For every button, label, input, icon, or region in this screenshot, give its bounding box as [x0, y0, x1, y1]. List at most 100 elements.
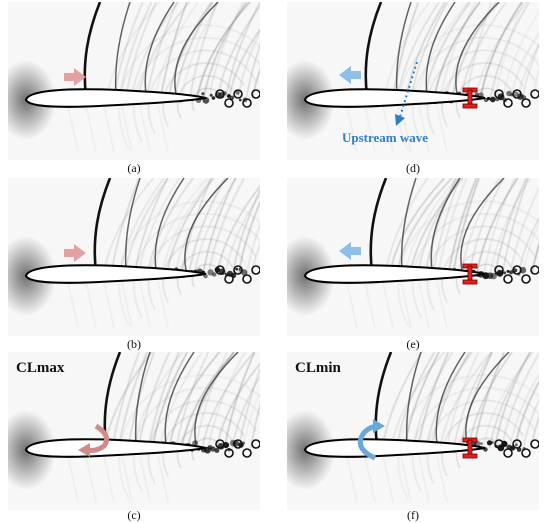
pressure-wave — [440, 2, 477, 99]
wake-eddy — [515, 443, 518, 447]
pressure-wave — [216, 185, 260, 275]
lower-wave — [121, 455, 133, 503]
shed-vortex — [530, 89, 539, 99]
pressure-wave — [138, 352, 170, 449]
shed-vortex — [233, 439, 243, 449]
panel-c: CLmax — [8, 352, 260, 510]
lower-wave — [103, 455, 115, 503]
pressure-wave — [103, 178, 154, 275]
shock-wave-field — [67, 2, 260, 153]
lower-wave — [400, 455, 412, 503]
pressure-wave — [125, 2, 157, 99]
actuator-icon — [462, 87, 478, 109]
pressure-wave — [250, 404, 260, 449]
pressure-wave — [381, 352, 423, 449]
shed-vortex — [521, 274, 531, 284]
shed-vortex — [251, 265, 260, 275]
acoustic-wave — [118, 374, 260, 500]
pressure-wave — [447, 178, 478, 275]
rotate-ccw-icon — [85, 423, 110, 453]
pressure-wave — [530, 416, 539, 449]
pressure-wave — [133, 178, 168, 275]
shed-vortex — [494, 265, 504, 275]
wake-eddy — [238, 98, 242, 102]
wake-eddy — [503, 271, 507, 275]
pressure-wave — [396, 178, 453, 275]
strong-wave — [194, 352, 239, 445]
pressure-wave — [166, 178, 214, 275]
strong-wave — [124, 178, 141, 271]
pressure-wave — [446, 352, 480, 449]
shed-vortex — [503, 98, 513, 108]
pressure-wave — [531, 242, 539, 275]
acoustic-wave — [427, 400, 536, 484]
wake-eddy — [479, 442, 483, 446]
strong-wave — [114, 2, 131, 95]
pressure-wave — [433, 2, 481, 99]
strong-wave — [430, 178, 461, 271]
wake-eddy — [211, 96, 216, 100]
acoustic-wave — [397, 24, 539, 150]
pressure-wave — [494, 178, 528, 275]
pressure-wave — [417, 352, 450, 449]
pressure-wave — [522, 44, 539, 99]
pressure-wave — [168, 352, 220, 449]
acoustic-wave — [177, 75, 233, 119]
acoustic-wave — [397, 374, 539, 500]
pressure-wave — [232, 189, 260, 275]
pressure-wave — [432, 178, 461, 275]
strong-wave — [405, 352, 422, 445]
rotate-cw-icon — [357, 423, 378, 461]
lower-wave — [418, 455, 430, 503]
pressure-wave — [502, 11, 539, 99]
strong-wave — [455, 2, 500, 95]
lower-wave — [364, 281, 376, 329]
pressure-wave — [160, 2, 188, 99]
pressure-wave — [224, 193, 260, 275]
pressure-wave — [118, 352, 148, 449]
caption-a: (a) — [127, 161, 141, 175]
shed-vortex — [530, 439, 539, 449]
pressure-wave — [110, 178, 140, 275]
airfoil — [24, 438, 207, 458]
shed-vortex — [224, 274, 234, 284]
upstream-wave-label: Upstream wave — [342, 130, 428, 145]
pressure-wave — [495, 2, 524, 99]
pressure-wave — [437, 178, 468, 275]
shed-vortex — [494, 439, 504, 449]
pressure-wave — [431, 352, 470, 449]
pressure-wave — [252, 68, 260, 99]
wake-eddy — [209, 93, 213, 97]
panel-d-image: Upstream wave — [287, 2, 539, 160]
shed-vortex — [251, 89, 260, 99]
acoustic-wave — [177, 425, 233, 469]
lower-wave — [382, 281, 394, 329]
panel-f: CLmin — [287, 352, 539, 510]
pressure-wave — [216, 5, 260, 99]
wake-eddy — [201, 92, 205, 96]
actuator-icon — [462, 437, 478, 459]
pressure-wave — [194, 178, 237, 275]
lower-wave — [67, 105, 79, 153]
pressure-wave — [410, 2, 448, 99]
pressure-wave — [207, 352, 246, 449]
strong-wave — [460, 178, 505, 271]
wake-eddy — [192, 440, 199, 447]
pressure-wave — [385, 178, 428, 275]
acoustic-wave — [133, 37, 260, 142]
lower-wave — [157, 105, 169, 153]
pointer-head — [395, 114, 405, 126]
lower-wave — [418, 105, 430, 153]
coefficient-label: CLmin — [295, 360, 342, 376]
panel-a-image — [8, 2, 260, 160]
upstream-wave-pointer — [398, 61, 418, 121]
pressure-wave — [118, 178, 165, 275]
lower-wave — [418, 281, 430, 329]
acoustic-wave — [118, 200, 260, 326]
lower-wave — [346, 281, 358, 329]
caption-d: (d) — [406, 161, 420, 175]
acoustic-wave — [118, 24, 260, 150]
wake-eddy — [513, 268, 518, 273]
pressure-wave — [168, 2, 212, 99]
lower-wave — [139, 281, 151, 329]
